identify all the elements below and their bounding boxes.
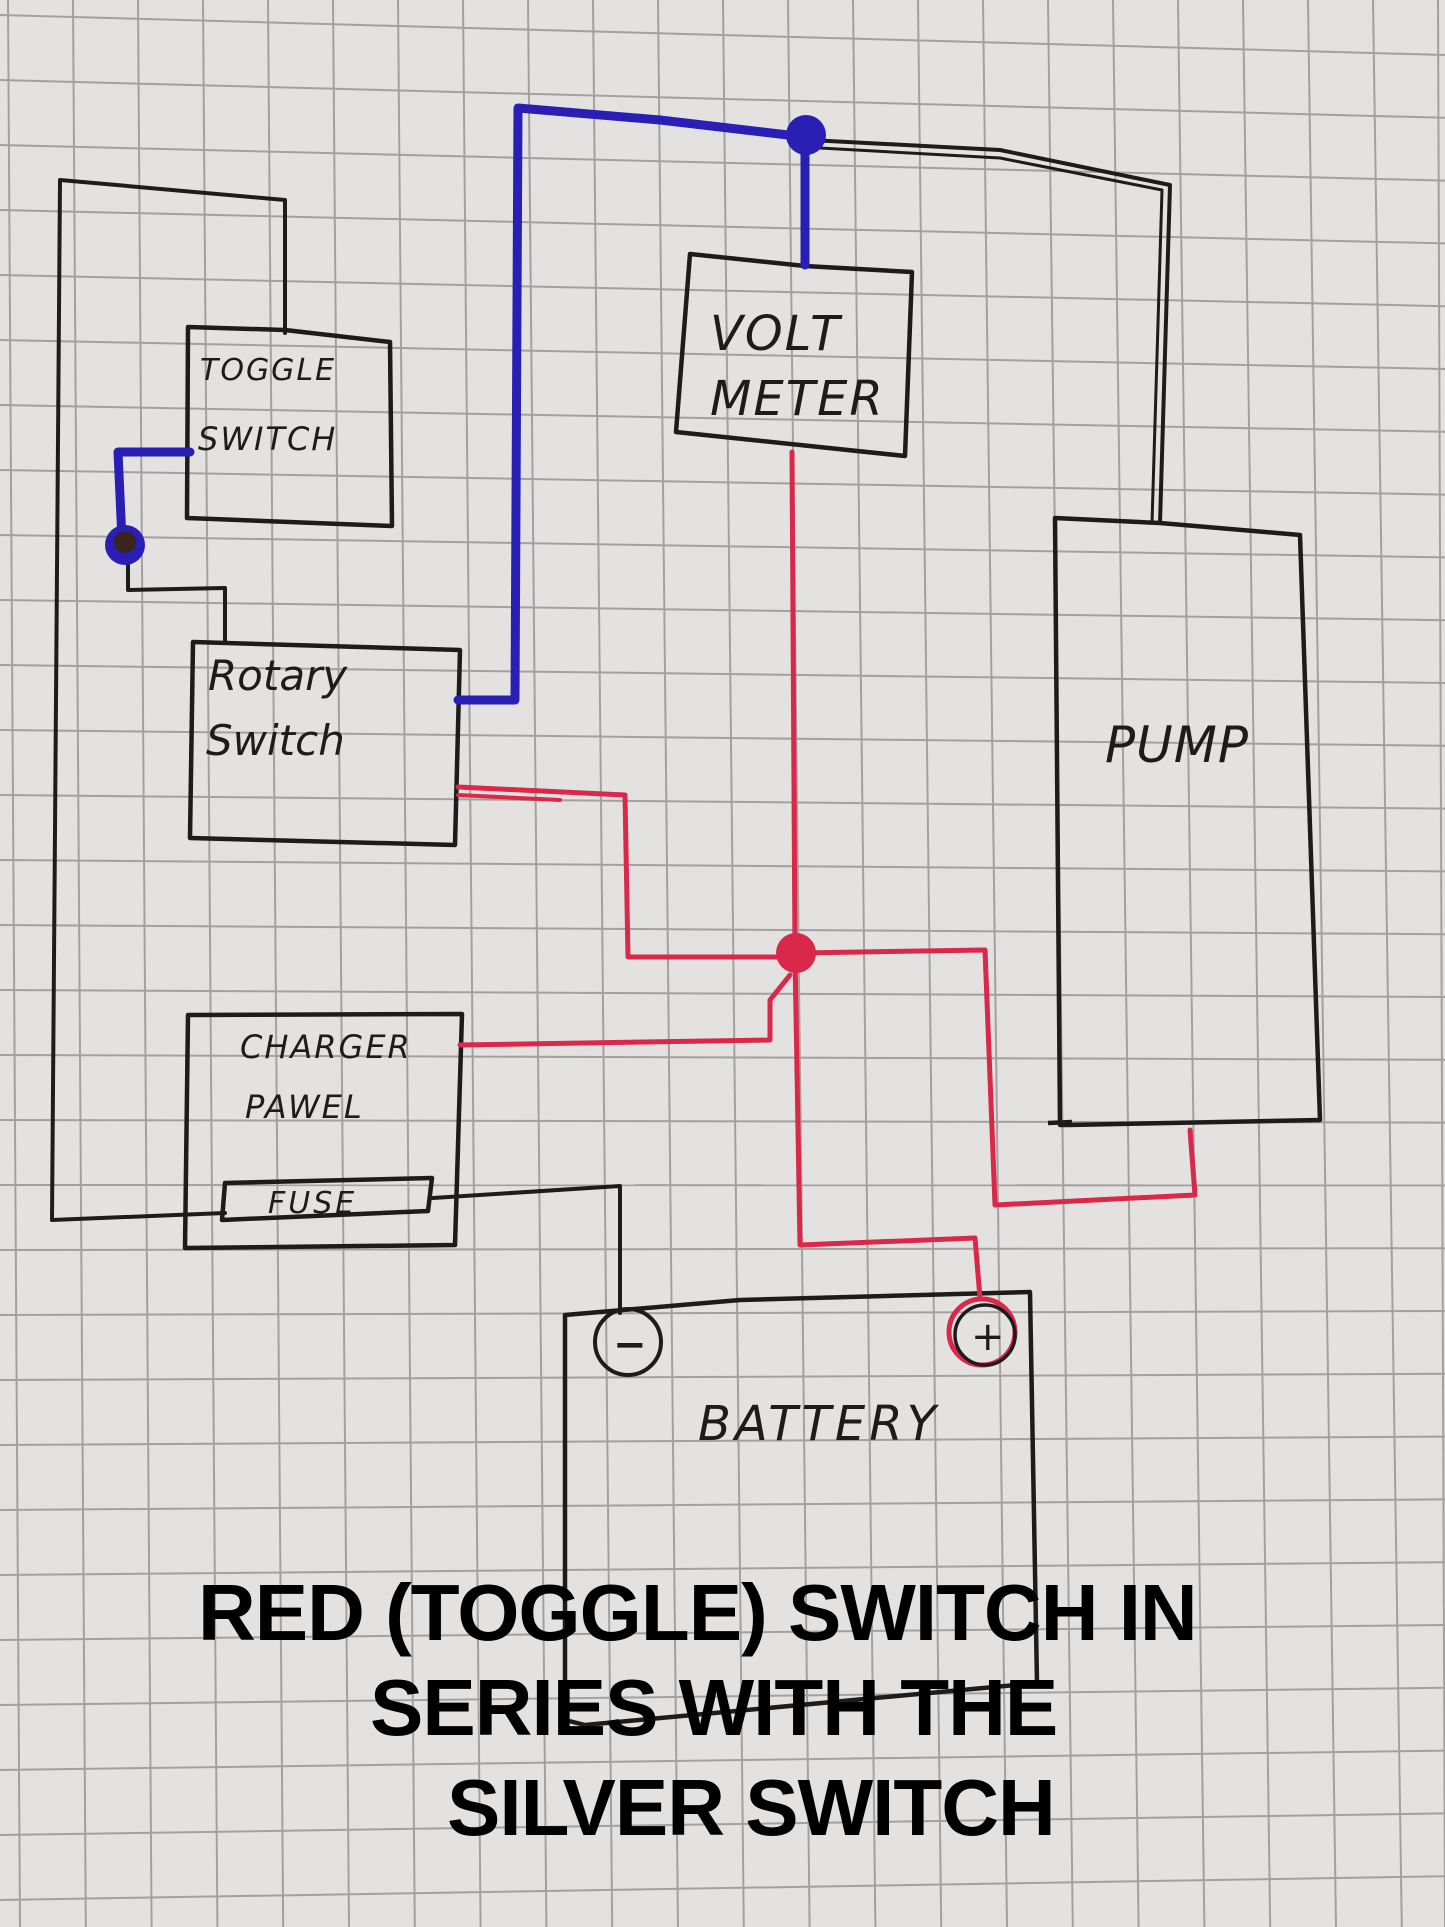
- charger-panel-label-line2: PAWEL: [245, 1088, 364, 1126]
- toggle-switch-label-line1: TOGGLE: [200, 353, 336, 388]
- grid-line-horizontal: [0, 14, 1445, 56]
- grid-line-vertical: [397, 0, 416, 1927]
- grid-line-horizontal: [0, 794, 1445, 810]
- grid-line-horizontal: [0, 664, 1445, 684]
- grid-line-vertical: [72, 0, 87, 1927]
- battery-negative-circle: [593, 1307, 663, 1377]
- rotary-switch-label-line2: Switch: [206, 716, 345, 765]
- grid-line-vertical: [1307, 0, 1337, 1927]
- grid-line-horizontal: [0, 599, 1445, 622]
- wire-blue-toggle-to-dot: [113, 447, 195, 545]
- grid-line-horizontal: [0, 1310, 1445, 1316]
- pump-bottom-tail: [1047, 1119, 1073, 1126]
- grid-line-vertical: [852, 0, 877, 1927]
- grid-line-vertical: [527, 0, 548, 1927]
- grid-line-vertical: [982, 0, 1008, 1927]
- toggle-switch-label-line2: SWITCH: [198, 420, 337, 458]
- rotary-switch-label-line1: Rotary: [208, 651, 348, 700]
- fuse-label: FUSE: [268, 1186, 357, 1221]
- junction-dot-toggle-center: [114, 531, 136, 553]
- battery-positive-circle: [953, 1303, 1017, 1367]
- pump-box: [1052, 515, 1323, 1128]
- wire-volt-to-pump-double: [818, 146, 1164, 525]
- component-labels: TOGGLE SWITCH VOLT METER Rotary Switch C…: [198, 306, 1249, 1452]
- caption-line-1: RED (TOGGLE) SWITCH IN: [198, 1568, 1198, 1657]
- battery-label: BATTERY: [698, 1396, 940, 1452]
- grid-line-horizontal: [0, 1749, 1445, 1771]
- grid-line-horizontal: [0, 1561, 1445, 1576]
- grid-line-vertical: [592, 0, 614, 1927]
- fuse-box: [219, 1175, 435, 1223]
- grid-line-horizontal: [0, 1435, 1445, 1446]
- grid-line-vertical: [137, 0, 153, 1927]
- grid-line-horizontal: [0, 339, 1445, 370]
- grid-line-vertical: [1242, 0, 1272, 1927]
- grid-line-horizontal: [0, 274, 1445, 308]
- grid-line-horizontal: [0, 1875, 1445, 1901]
- wire-left-loop: [50, 178, 287, 1222]
- junction-dot-volt: [786, 115, 826, 155]
- wire-red-rotary-to-junction: [455, 784, 793, 960]
- grid-line-horizontal: [0, 1812, 1445, 1836]
- grid-line-vertical: [1372, 0, 1403, 1927]
- grid-line-vertical: [267, 0, 285, 1927]
- grid-line-vertical: [332, 0, 350, 1927]
- charger-panel-box: [182, 1011, 465, 1251]
- grid-line-horizontal: [0, 209, 1445, 245]
- grid-line-vertical: [657, 0, 679, 1927]
- wire-red-junction-to-pump: [797, 947, 1198, 1208]
- volt-meter-label-line1: VOLT: [710, 306, 843, 362]
- battery-positive-sign: +: [971, 1314, 1005, 1360]
- grid-line-vertical: [1437, 0, 1445, 1927]
- grid-line-horizontal: [0, 469, 1445, 496]
- rotary-switch-box: [187, 639, 463, 848]
- grid-line-horizontal: [0, 1624, 1445, 1641]
- wire-volt-to-pump: [808, 138, 1172, 525]
- pump-label: PUMP: [1105, 716, 1249, 774]
- wire-red-rotary-double: [456, 793, 562, 802]
- grid-line-vertical: [1112, 0, 1140, 1927]
- grid-line-vertical: [722, 0, 745, 1927]
- component-boxes: [182, 251, 1323, 1728]
- grid-line-horizontal: [0, 859, 1445, 873]
- grid-line-horizontal: [0, 79, 1445, 119]
- wire-red-charger-to-junction: [457, 972, 793, 1048]
- battery-negative-terminal: [593, 1307, 663, 1377]
- grid-line-horizontal: [0, 729, 1445, 747]
- black-wires: [50, 138, 1172, 1315]
- grid-line-horizontal: [0, 144, 1445, 182]
- battery-box: [562, 1289, 1040, 1728]
- grid-line-horizontal: [0, 404, 1445, 433]
- wire-blue-rotary-to-volt: [453, 103, 810, 705]
- wire-fuse-to-battery-negative: [431, 1184, 622, 1315]
- grid-line-horizontal: [0, 1054, 1445, 1061]
- grid-line-horizontal: [0, 1686, 1445, 1706]
- grid-line-horizontal: [0, 1247, 1445, 1251]
- grid-line-vertical: [917, 0, 943, 1927]
- grid-line-horizontal: [0, 1498, 1445, 1511]
- charger-panel-label-line1: CHARGER: [240, 1028, 412, 1066]
- grid-line-horizontal: [0, 989, 1445, 998]
- red-wires: [455, 449, 1198, 1301]
- caption-line-2: SERIES WITH THE: [370, 1663, 1058, 1752]
- grid-line-vertical: [462, 0, 482, 1927]
- battery-negative-sign: −: [613, 1322, 647, 1368]
- wire-red-volt-to-junction: [789, 449, 983, 1301]
- volt-meter-box: [673, 251, 915, 459]
- grid-line-horizontal: [0, 924, 1445, 936]
- grid-line-vertical: [1177, 0, 1206, 1927]
- grid-line-horizontal: [0, 534, 1445, 559]
- wire-dot-to-rotary: [126, 553, 227, 645]
- grid-line-horizontal: [0, 1372, 1445, 1381]
- grid-line-vertical: [7, 0, 21, 1927]
- caption-line-3: SILVER SWITCH: [447, 1763, 1056, 1852]
- junction-dot-red: [776, 933, 816, 973]
- toggle-switch-box: [184, 324, 395, 529]
- volt-meter-label-line2: METER: [710, 371, 885, 427]
- grid-line-vertical: [202, 0, 219, 1927]
- blue-wires: [113, 103, 810, 705]
